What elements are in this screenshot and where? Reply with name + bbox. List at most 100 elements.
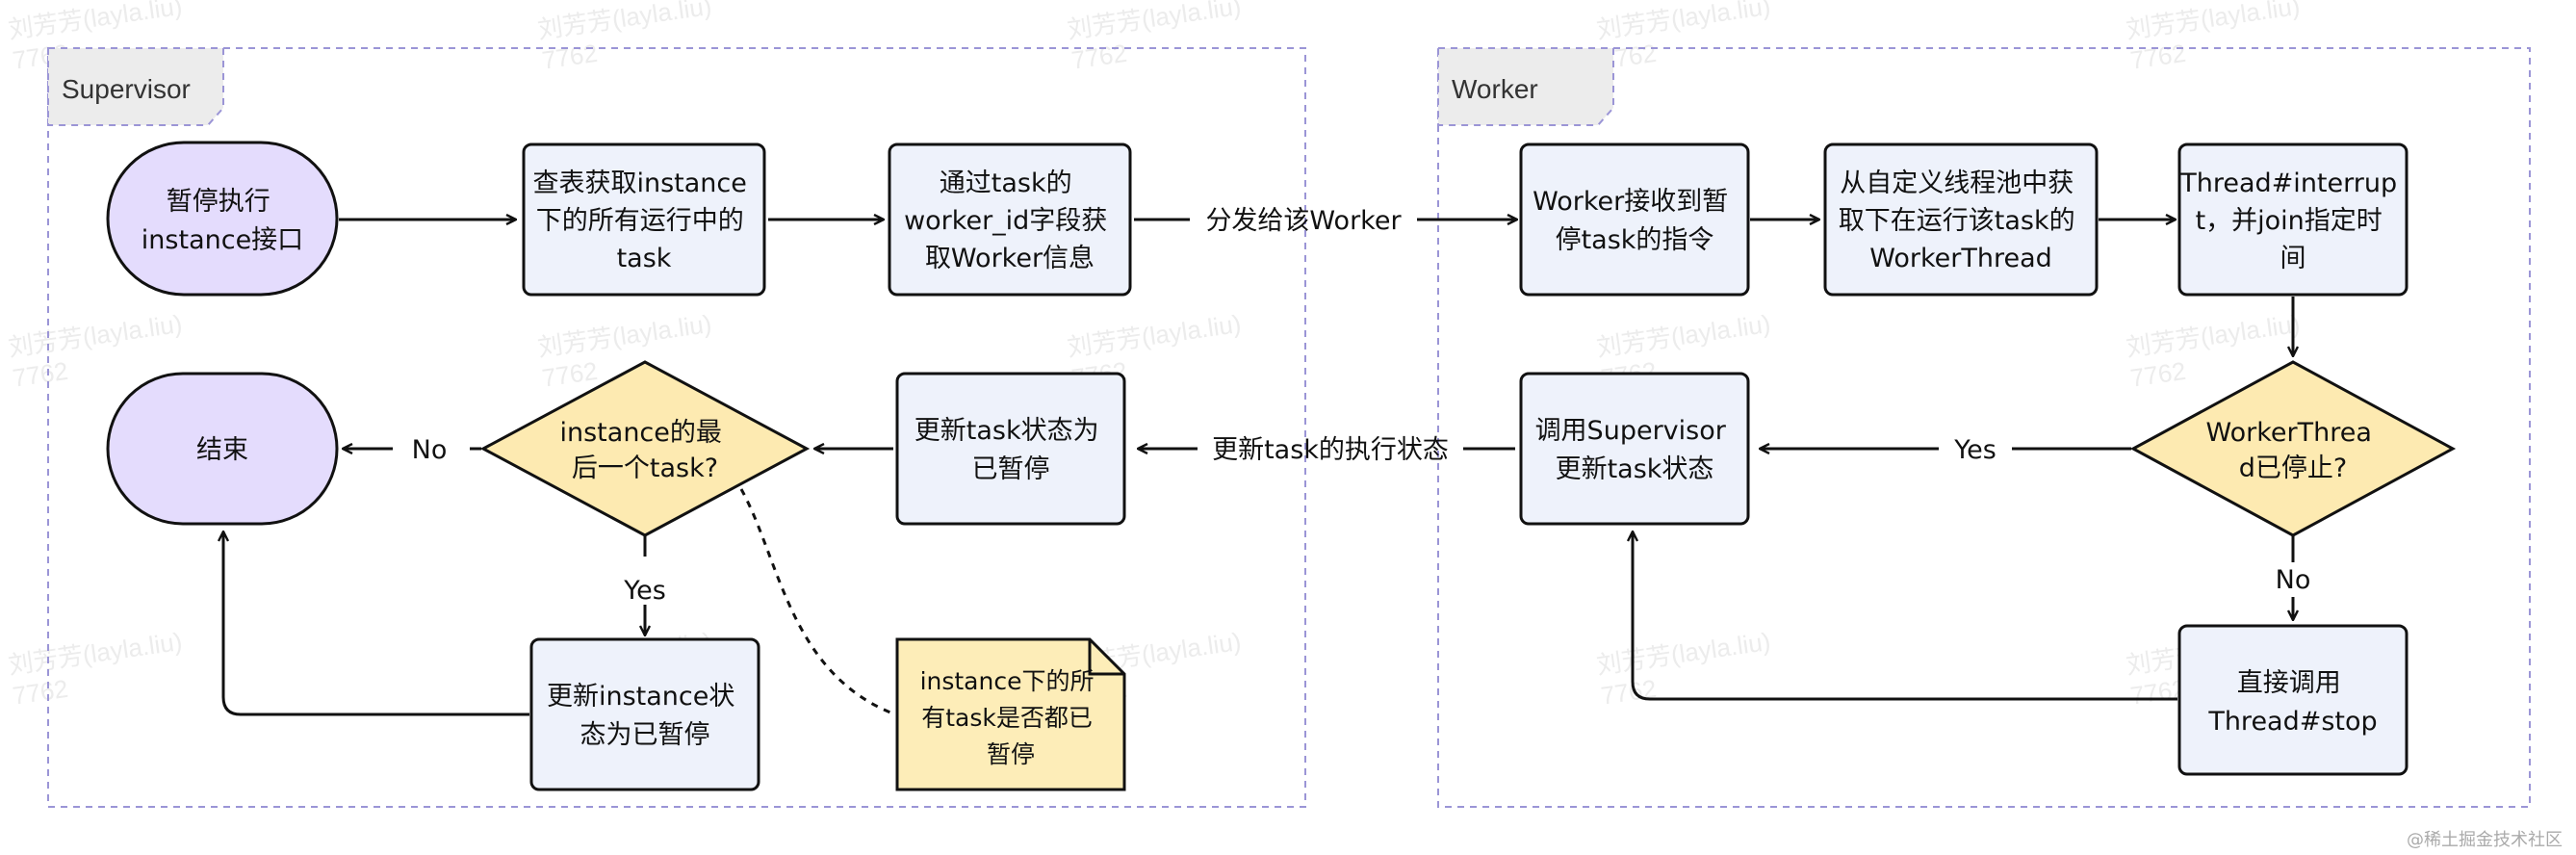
note-folded-corner: [1088, 639, 1124, 676]
svg-text:刘芳芳(layla.liu): 刘芳芳(layla.liu): [1595, 627, 1772, 680]
svg-text:7762: 7762: [1069, 39, 1128, 75]
node-get-thread-line: 从自定义线程池中获: [1840, 168, 2074, 198]
node-get-worker: [888, 142, 1132, 297]
svg-text:刘芳芳(layla.liu): 刘芳芳(layla.liu): [7, 0, 184, 44]
node-query-tasks-line: task: [617, 244, 672, 273]
node-query-tasks-line: 查表获取instance: [533, 168, 747, 198]
node-worker-receive-line: Worker接收到暂: [1533, 187, 1728, 217]
node-interrupt-line: 间: [2280, 244, 2306, 273]
node-update-instance-line: 更新instance状: [547, 682, 734, 712]
node-call-supervisor-line: 更新task状态: [1556, 454, 1714, 484]
node-query-tasks-line: 下的所有运行中的: [536, 206, 744, 236]
svg-text:查表获取instance 下的所有运行中的: 查表获取instance 下的所有运行中的 task: [533, 168, 756, 273]
node-call-supervisor-line: 调用Supervisor: [1535, 416, 1727, 446]
node-update-task-line: 更新task状态为: [914, 416, 1099, 446]
supervisor-group: Supervisor: [47, 47, 1306, 808]
watermark: 刘芳芳(layla.liu)7762: [2125, 0, 2302, 75]
svg-text:刘芳芳(layla.liu): 刘芳芳(layla.liu): [2125, 309, 2302, 362]
svg-text:WorkerThrea d已停止?: WorkerThrea d已停止?: [2206, 418, 2381, 483]
edge-stop-to-call-supervisor: [1633, 531, 2177, 701]
node-interrupt-line: t，并join指定时: [2196, 206, 2383, 236]
watermark-layer: 刘芳芳(layla.liu)7762 刘芳芳(layla.liu)7762 刘芳…: [7, 0, 2302, 711]
svg-text:刘芳芳(layla.liu): 刘芳芳(layla.liu): [536, 309, 713, 362]
node-call-supervisor: [1519, 372, 1750, 526]
svg-text:刘芳芳(layla.liu): 刘芳芳(layla.liu): [7, 309, 184, 362]
svg-text:从自定义线程池中获 取下在运行该task的: 从自定义线程池中获 取下在运行该task的 WorkerThread: [1839, 168, 2083, 273]
edge-label-stopped-yes: Yes: [1953, 435, 1996, 465]
node-update-instance: [529, 637, 760, 791]
node-stop-thread-line: Thread#stop: [2207, 707, 2377, 737]
node-update-task-line: 已暂停: [972, 454, 1050, 484]
note-line: 暂停: [987, 740, 1035, 768]
node-update-task: [895, 372, 1126, 526]
svg-text:7762: 7762: [11, 674, 69, 711]
node-pause-api-line: 暂停执行: [167, 187, 270, 217]
svg-text:调用Supervisor 更新task状态: 调用Supervisor 更新task状态: [1535, 416, 1735, 484]
note-line: 有task是否都已: [921, 704, 1093, 732]
worker-group-title: Worker: [1452, 74, 1538, 104]
watermark: 刘芳芳(layla.liu)7762: [1595, 0, 1772, 75]
worker-group-border: [1437, 47, 2531, 808]
worker-group-tab: [1437, 47, 1614, 126]
node-end-label: 结束: [196, 435, 248, 465]
svg-text:7762: 7762: [11, 356, 69, 393]
node-thread-stopped-decision: [2129, 360, 2457, 537]
node-update-instance-line: 态为已暂停: [580, 720, 710, 750]
edge-label-update-status: 更新task的执行状态: [1212, 435, 1449, 465]
svg-text:instance的最 后一个task?: instance的最 后一个task?: [560, 418, 731, 483]
node-end: [106, 372, 339, 526]
worker-group: Worker: [1437, 47, 2531, 808]
svg-text:7762: 7762: [2128, 356, 2187, 393]
node-worker-receive-line: 停task的指令: [1556, 225, 1714, 255]
svg-text:直接调用 Thread#stop: 直接调用 Thread#stop: [2207, 668, 2377, 737]
node-thread-stopped-line: WorkerThrea: [2206, 418, 2372, 448]
supervisor-group-tab: [47, 47, 224, 126]
svg-text:刘芳芳(layla.liu): 刘芳芳(layla.liu): [536, 0, 713, 44]
node-get-worker-line: 取Worker信息: [925, 244, 1095, 273]
node-get-worker-line: 通过task的: [940, 168, 1072, 198]
svg-text:通过task的 worker_id字段获: 通过task的 worker_id字段获 取Worker信息: [904, 168, 1116, 273]
node-last-task-decision: [479, 360, 811, 537]
svg-text:instance下的所 有task是否都已: instance下的所 有task是否都已 暂停: [920, 667, 1102, 768]
svg-text:更新instance状 态为已暂停: 更新instance状 态为已暂停: [547, 682, 743, 750]
edge-label-dispatch: 分发给该Worker: [1205, 206, 1402, 236]
node-layer: 暂停执行 instance接口 查表获取instance 下的所有运行中的 ta…: [106, 141, 2457, 791]
svg-text:刘芳芳(layla.liu): 刘芳芳(layla.liu): [1066, 309, 1243, 362]
svg-text:暂停执行 instance接口: 暂停执行 instance接口: [142, 187, 303, 255]
node-interrupt-line: Thread#interrup: [2179, 168, 2397, 198]
credit-text: @稀土掘金技术社区: [2407, 830, 2563, 850]
node-pause-api: [106, 141, 339, 297]
node-get-thread-line: 取下在运行该task的: [1839, 206, 2075, 236]
node-last-task-line: 后一个task?: [572, 453, 718, 483]
edge-update-instance-to-end: [223, 531, 529, 716]
node-stop-thread: [2177, 624, 2409, 776]
note-line: instance下的所: [920, 667, 1095, 695]
svg-text:7762: 7762: [540, 39, 599, 75]
watermark: 刘芳芳(layla.liu)7762: [536, 0, 713, 75]
note-card: instance下的所 有task是否都已 暂停: [895, 637, 1126, 791]
svg-text:Worker接收到暂 停task的指令: Worker接收到暂 停task的指令: [1533, 187, 1737, 255]
svg-text:Thread#interrup t，并join指: Thread#interrup t，并join指定时 间: [2179, 168, 2405, 273]
svg-text:更新task状态为 已暂停: 更新task状态为 已暂停: [914, 416, 1107, 484]
node-last-task-line: instance的最: [560, 418, 722, 448]
svg-text:刘芳芳(layla.liu): 刘芳芳(layla.liu): [1595, 309, 1772, 362]
svg-text:7762: 7762: [2128, 39, 2187, 75]
svg-text:刘芳芳(layla.liu): 刘芳芳(layla.liu): [1595, 0, 1772, 44]
node-stop-thread-line: 直接调用: [2237, 668, 2341, 698]
edge-label-stopped-no: No: [2276, 565, 2311, 595]
supervisor-group-title: Supervisor: [62, 74, 191, 104]
node-query-tasks: [522, 142, 766, 297]
edge-label-last-yes: Yes: [623, 576, 666, 606]
node-thread-stopped-line: d已停止?: [2239, 453, 2347, 483]
svg-text:刘芳芳(layla.liu): 刘芳芳(layla.liu): [7, 627, 184, 680]
watermark: 刘芳芳(layla.liu)7762: [1066, 0, 1243, 75]
note-connector: [739, 488, 896, 716]
watermark: 刘芳芳(layla.liu)7762: [7, 627, 184, 711]
svg-text:刘芳芳(layla.liu): 刘芳芳(layla.liu): [2125, 0, 2302, 44]
node-get-worker-line: worker_id字段获: [904, 206, 1107, 236]
svg-text:7762: 7762: [1599, 674, 1658, 711]
supervisor-group-border: [47, 47, 1306, 808]
edge-label-last-no: No: [412, 435, 448, 465]
node-interrupt: [2177, 142, 2409, 297]
